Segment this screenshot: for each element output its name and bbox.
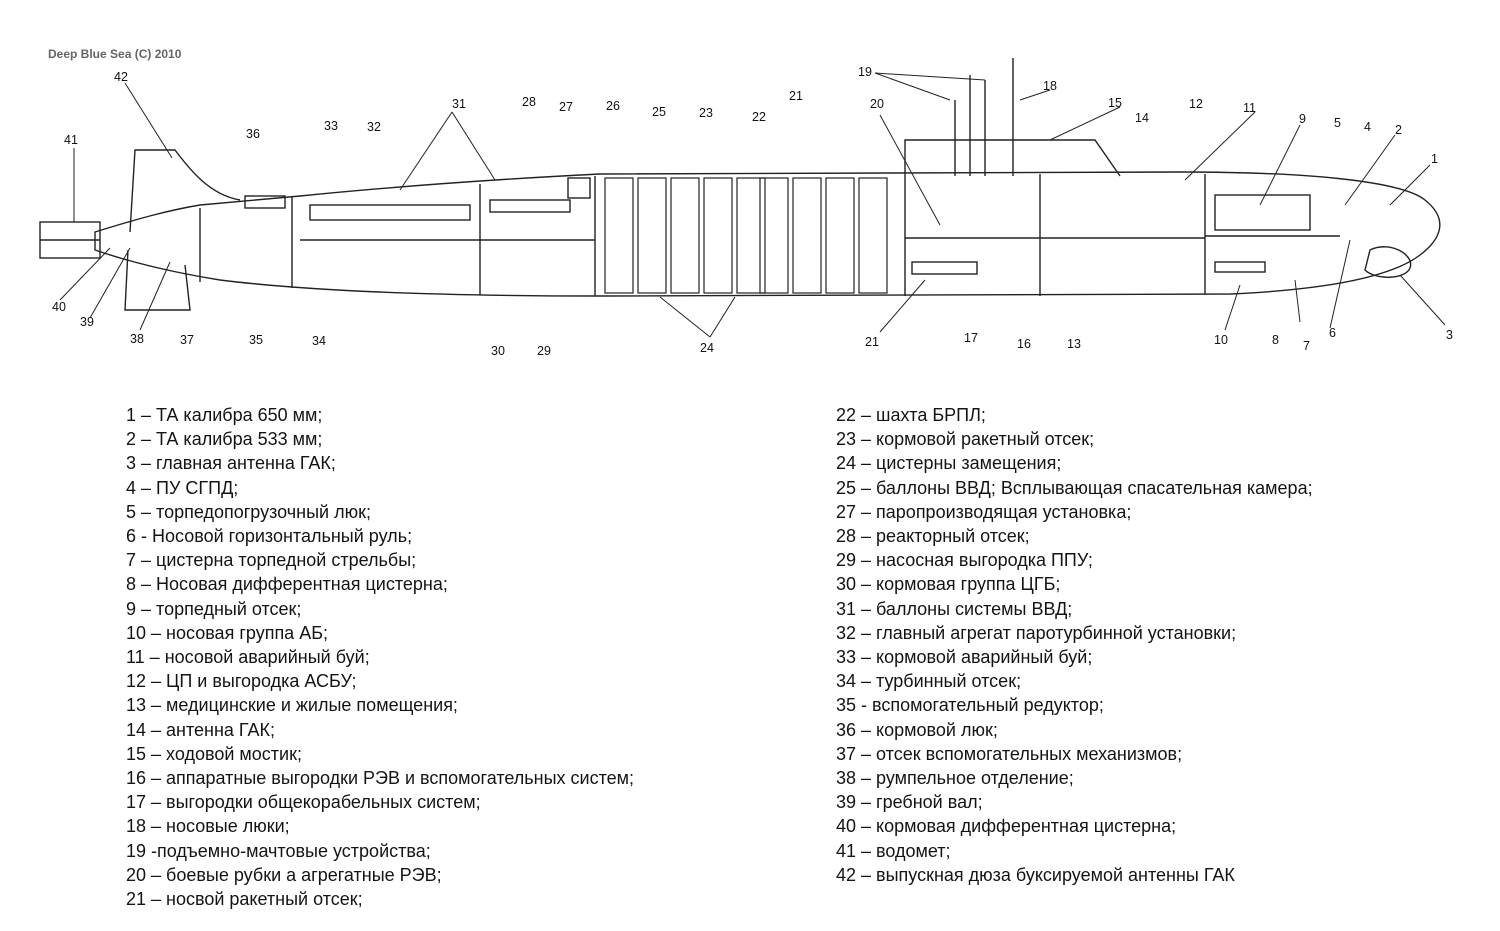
callout-7: 7 <box>1303 339 1310 353</box>
legend-item: 17 – выгородки общекорабельных систем; <box>126 792 481 813</box>
legend-item: 39 – гребной вал; <box>836 792 983 813</box>
callout-22: 22 <box>752 110 766 124</box>
callout-30: 30 <box>491 344 505 358</box>
legend-item: 7 – цистерна торпедной стрельбы; <box>126 550 417 571</box>
callout-14: 14 <box>1135 111 1149 125</box>
callout-28: 28 <box>522 95 536 109</box>
callout-29: 29 <box>537 344 551 358</box>
legend-item: 6 - Носовой горизонтальный руль; <box>126 526 413 547</box>
legend-item: 16 – аппаратные выгородки РЭВ и вспомога… <box>126 768 635 789</box>
callout-9: 9 <box>1299 112 1306 126</box>
callout-32: 32 <box>367 120 381 134</box>
callout-1: 1 <box>1431 152 1438 166</box>
sail-outline <box>904 139 1121 177</box>
stern-lower-fin <box>124 249 191 311</box>
callout-21-bottom: 21 <box>865 335 879 349</box>
legend-item: 11 – носовой аварийный буй; <box>126 647 370 668</box>
legend-item: 27 – паропроизводящая установка; <box>836 501 1132 522</box>
legend-item: 2 – ТА калибра 533 мм; <box>126 429 323 450</box>
legend-item: 23 – кормовой ракетный отсек; <box>836 429 1095 450</box>
legend-right-column: 22 – шахта БРПЛ; 23 – кормовой ракетный о… <box>836 403 1313 887</box>
callout-24: 24 <box>700 341 714 355</box>
legend-item: 25 – баллоны ВВД; Всплывающая спасательн… <box>836 477 1313 498</box>
callout-20: 20 <box>870 97 884 111</box>
callout-16: 16 <box>1017 337 1031 351</box>
submarine-cutaway-diagram: 1 2 3 4 5 6 7 8 9 10 11 12 13 14 15 16 1… <box>39 58 1453 358</box>
callout-4: 4 <box>1364 120 1371 134</box>
legend-item: 41 – водомет; <box>836 840 951 861</box>
callout-12: 12 <box>1189 97 1203 111</box>
callout-31: 31 <box>452 97 466 111</box>
legend-item: 38 – румпельное отделение; <box>836 768 1074 789</box>
stern-fin <box>129 149 241 233</box>
callout-27: 27 <box>559 100 573 114</box>
callout-6: 6 <box>1329 326 1336 340</box>
callout-37: 37 <box>180 333 194 347</box>
callout-34: 34 <box>312 334 326 348</box>
legend-item: 4 – ПУ СГПД; <box>126 477 239 498</box>
legend-item: 13 – медицинские и жилые помещения; <box>126 695 458 716</box>
callout-18: 18 <box>1043 79 1057 93</box>
callout-21-top: 21 <box>789 89 803 103</box>
callout-15: 15 <box>1108 96 1122 110</box>
callout-41: 41 <box>64 133 78 147</box>
callout-39: 39 <box>80 315 94 329</box>
callout-25: 25 <box>652 105 666 119</box>
callout-19: 19 <box>858 65 872 79</box>
legend-item: 24 – цистерны замещения; <box>836 453 1062 474</box>
callout-11: 11 <box>1243 101 1256 115</box>
hull-outline <box>94 171 1441 297</box>
bow-sonar <box>1364 246 1412 278</box>
callout-23: 23 <box>699 106 713 120</box>
legend-item: 33 – кормовой аварийный буй; <box>836 647 1093 668</box>
callout-38: 38 <box>130 332 144 346</box>
callout-35: 35 <box>249 333 263 347</box>
legend-item: 18 – носовые люки; <box>126 816 290 837</box>
legend-left-column: 1 – ТА калибра 650 мм; 2 – ТА калибра 533… <box>126 403 634 911</box>
legend-item: 5 – торпедопогрузочный люк; <box>126 501 371 522</box>
legend-item: 10 – носовая группа АБ; <box>126 622 329 643</box>
legend-item: 8 – Носовая дифферентная цистерна; <box>126 574 448 595</box>
callout-13: 13 <box>1067 337 1081 351</box>
callout-26: 26 <box>606 99 620 113</box>
legend-item: 30 – кормовая группа ЦГБ; <box>836 574 1061 595</box>
legend-item: 32 – главный агрегат паротурбинной устан… <box>836 622 1237 643</box>
legend-item: 15 – ходовой мостик; <box>126 743 302 764</box>
legend-item: 12 – ЦП и выгородка АСБУ; <box>126 671 357 692</box>
legend-item: 42 – выпускная дюза буксируемой антенны … <box>836 864 1235 885</box>
callout-10: 10 <box>1214 333 1228 347</box>
legend-item: 40 – кормовая дифферентная цистерна; <box>836 816 1177 837</box>
legend-item: 31 – баллоны системы ВВД; <box>836 598 1073 619</box>
legend-item: 19 -подъемно-мачтовые устройства; <box>126 840 431 861</box>
callout-33: 33 <box>324 119 338 133</box>
legend-item: 34 – турбинный отсек; <box>836 671 1022 692</box>
callout-5: 5 <box>1334 116 1341 130</box>
legend-item: 28 – реакторный отсек; <box>836 526 1030 547</box>
legend-item: 37 – отсек вспомогательных механизмов; <box>836 743 1183 764</box>
legend-item: 9 – торпедный отсек; <box>126 598 302 619</box>
copyright-label: Deep Blue Sea (C) 2010 <box>48 47 182 61</box>
legend-item: 35 - вспомогательный редуктор; <box>836 695 1104 716</box>
legend-item: 3 – главная антенна ГАК; <box>126 453 336 474</box>
legend-item: 1 – ТА калибра 650 мм; <box>126 405 323 425</box>
legend-item: 29 – насосная выгородка ППУ; <box>836 550 1093 571</box>
callout-36: 36 <box>246 127 260 141</box>
legend-item: 20 – боевые рубки а агрегатные РЭВ; <box>126 864 442 885</box>
callout-8: 8 <box>1272 333 1279 347</box>
callout-3: 3 <box>1446 328 1453 342</box>
callout-2: 2 <box>1395 123 1402 137</box>
legend-item: 14 – антенна ГАК; <box>126 719 275 740</box>
callout-40: 40 <box>52 300 66 314</box>
legend-item: 36 – кормовой люк; <box>836 719 998 740</box>
callout-17: 17 <box>964 331 978 345</box>
callout-42: 42 <box>114 70 128 84</box>
legend-item: 21 – носвой ракетный отсек; <box>126 889 363 910</box>
legend-item: 22 – шахта БРПЛ; <box>836 405 986 425</box>
